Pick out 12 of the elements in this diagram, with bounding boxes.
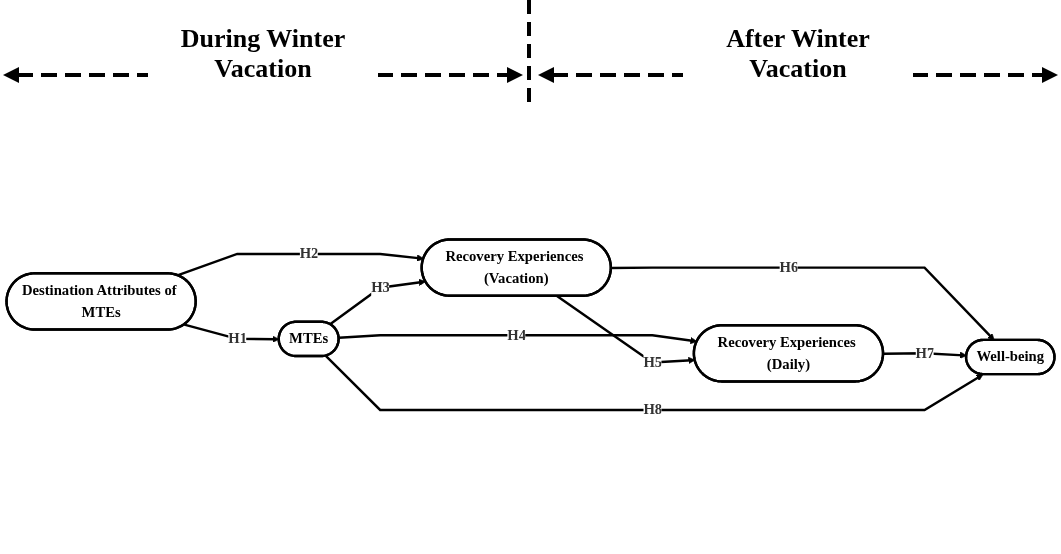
arrow bbox=[338, 333, 698, 344]
arrow bbox=[324, 354, 984, 411]
edge-label: H5 bbox=[643, 353, 663, 370]
arrow bbox=[329, 278, 426, 325]
edge-label: H6 bbox=[779, 258, 799, 276]
edge-label: H7 bbox=[915, 344, 935, 361]
edge-label: H2 bbox=[299, 245, 319, 262]
edge-label: H4 bbox=[507, 326, 527, 343]
edge-label: H3 bbox=[371, 278, 390, 296]
edge-label: H1 bbox=[228, 330, 247, 347]
edge-label: H8 bbox=[643, 401, 663, 418]
arrow bbox=[177, 252, 424, 277]
